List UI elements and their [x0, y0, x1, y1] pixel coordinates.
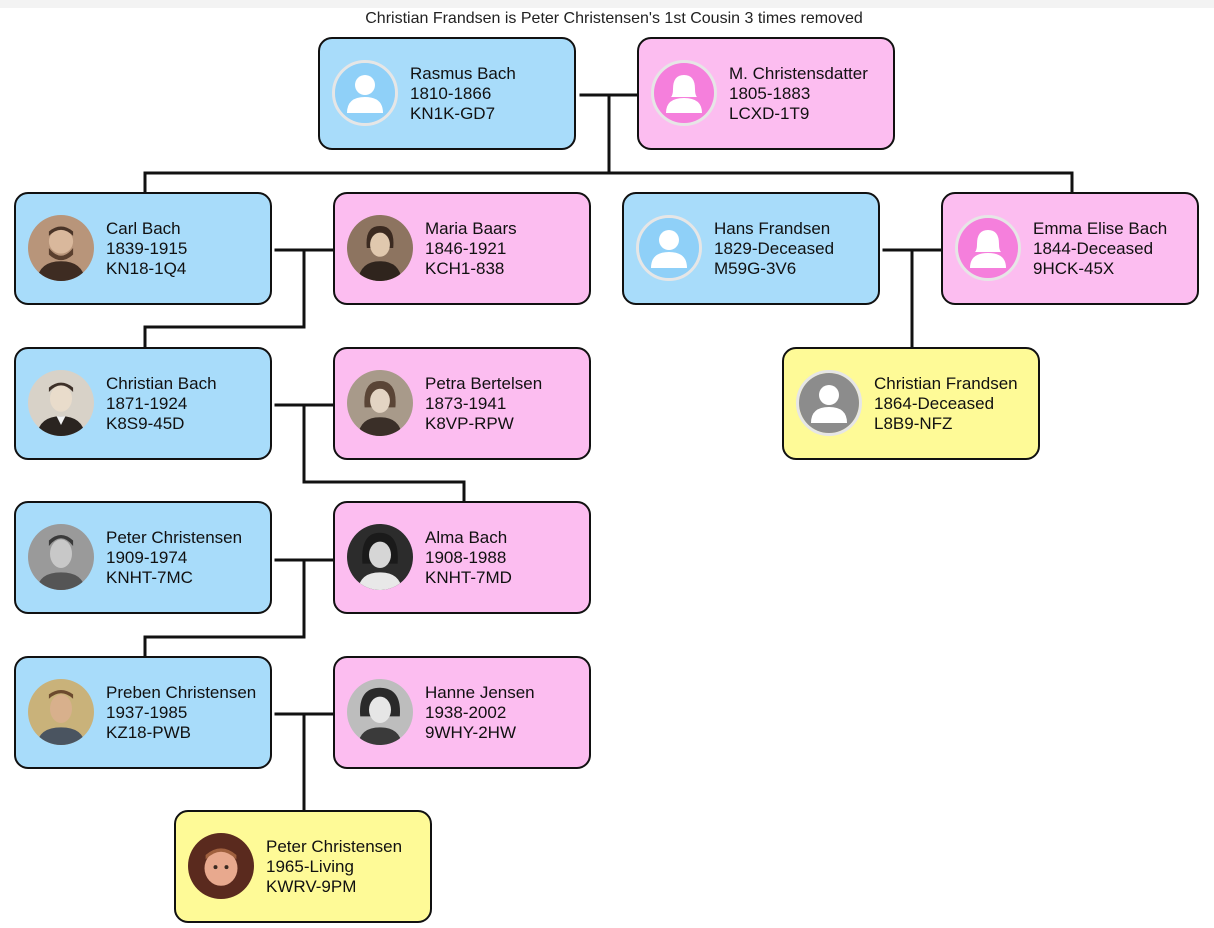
person-card-m-christensdatter[interactable]: M. Christensdatter 1805-1883 LCXD-1T9 [637, 37, 895, 150]
placeholder-male-icon [332, 60, 398, 126]
person-card-christian-bach[interactable]: Christian Bach 1871-1924 K8S9-45D [14, 347, 272, 460]
placeholder-male-icon [636, 215, 702, 281]
person-name: Christian Bach [106, 374, 217, 393]
person-card-preben-christensen[interactable]: Preben Christensen 1937-1985 KZ18-PWB [14, 656, 272, 769]
person-years: 1965-Living [266, 857, 354, 876]
person-name: Preben Christensen [106, 683, 257, 702]
portrait-photo [347, 370, 413, 436]
person-id: KWRV-9PM [266, 877, 357, 896]
top-bar [0, 0, 1214, 8]
placeholder-gray-icon [796, 370, 862, 436]
portrait-photo [347, 524, 413, 590]
person-years: 1839-1915 [106, 239, 188, 258]
person-years: 1937-1985 [106, 703, 188, 722]
person-years: 1805-1883 [729, 84, 811, 103]
placeholder-female-icon [955, 215, 1021, 281]
person-years: 1938-2002 [425, 703, 507, 722]
person-card-christian-frandsen[interactable]: Christian Frandsen 1864-Deceased L8B9-NF… [782, 347, 1040, 460]
portrait-photo [28, 679, 94, 745]
person-name: M. Christensdatter [729, 64, 868, 83]
person-id: KN1K-GD7 [410, 104, 496, 123]
person-years: 1844-Deceased [1033, 239, 1154, 258]
person-name: Alma Bach [425, 528, 508, 547]
person-card-alma-bach[interactable]: Alma Bach 1908-1988 KNHT-7MD [333, 501, 591, 614]
person-id: KCH1-838 [425, 259, 505, 278]
person-name: Christian Frandsen [874, 374, 1018, 393]
person-id: KN18-1Q4 [106, 259, 187, 278]
person-id: M59G-3V6 [714, 259, 797, 278]
person-card-hans-frandsen[interactable]: Hans Frandsen 1829-Deceased M59G-3V6 [622, 192, 880, 305]
person-years: 1810-1866 [410, 84, 492, 103]
person-years: 1871-1924 [106, 394, 188, 413]
portrait-photo [347, 215, 413, 281]
person-name: Hanne Jensen [425, 683, 535, 702]
portrait-photo [28, 524, 94, 590]
portrait-photo [347, 679, 413, 745]
person-id: K8VP-RPW [425, 414, 514, 433]
person-name: Hans Frandsen [714, 219, 831, 238]
portrait-photo [28, 370, 94, 436]
person-name: Emma Elise Bach [1033, 219, 1168, 238]
person-name: Maria Baars [425, 219, 517, 238]
person-name: Petra Bertelsen [425, 374, 543, 393]
person-card-maria-baars[interactable]: Maria Baars 1846-1921 KCH1-838 [333, 192, 591, 305]
person-card-emma-elise-bach[interactable]: Emma Elise Bach 1844-Deceased 9HCK-45X [941, 192, 1199, 305]
person-id: 9WHY-2HW [425, 723, 516, 742]
person-card-rasmus-bach[interactable]: Rasmus Bach 1810-1866 KN1K-GD7 [318, 37, 576, 150]
person-id: KNHT-7MD [425, 568, 512, 587]
person-years: 1908-1988 [425, 548, 507, 567]
placeholder-female-icon [651, 60, 717, 126]
person-name: Carl Bach [106, 219, 181, 238]
person-name: Peter Christensen [106, 528, 243, 547]
person-years: 1864-Deceased [874, 394, 995, 413]
portrait-photo [28, 215, 94, 281]
person-id: L8B9-NFZ [874, 414, 953, 433]
person-id: K8S9-45D [106, 414, 185, 433]
portrait-photo [188, 833, 254, 899]
person-id: 9HCK-45X [1033, 259, 1115, 278]
person-card-carl-bach[interactable]: Carl Bach 1839-1915 KN18-1Q4 [14, 192, 272, 305]
person-card-petra-bertelsen[interactable]: Petra Bertelsen 1873-1941 K8VP-RPW [333, 347, 591, 460]
person-name: Peter Christensen [266, 837, 403, 856]
person-card-hanne-jensen[interactable]: Hanne Jensen 1938-2002 9WHY-2HW [333, 656, 591, 769]
person-years: 1829-Deceased [714, 239, 835, 258]
person-years: 1846-1921 [425, 239, 507, 258]
relationship-title: Christian Frandsen is Peter Christensen'… [365, 10, 863, 27]
person-years: 1909-1974 [106, 548, 188, 567]
person-id: KZ18-PWB [106, 723, 192, 742]
person-card-peter-christensen-1965[interactable]: Peter Christensen 1965-Living KWRV-9PM [174, 810, 432, 923]
person-id: LCXD-1T9 [729, 104, 810, 123]
person-name: Rasmus Bach [410, 64, 516, 83]
person-card-peter-christensen-1909[interactable]: Peter Christensen 1909-1974 KNHT-7MC [14, 501, 272, 614]
person-id: KNHT-7MC [106, 568, 193, 587]
person-years: 1873-1941 [425, 394, 507, 413]
